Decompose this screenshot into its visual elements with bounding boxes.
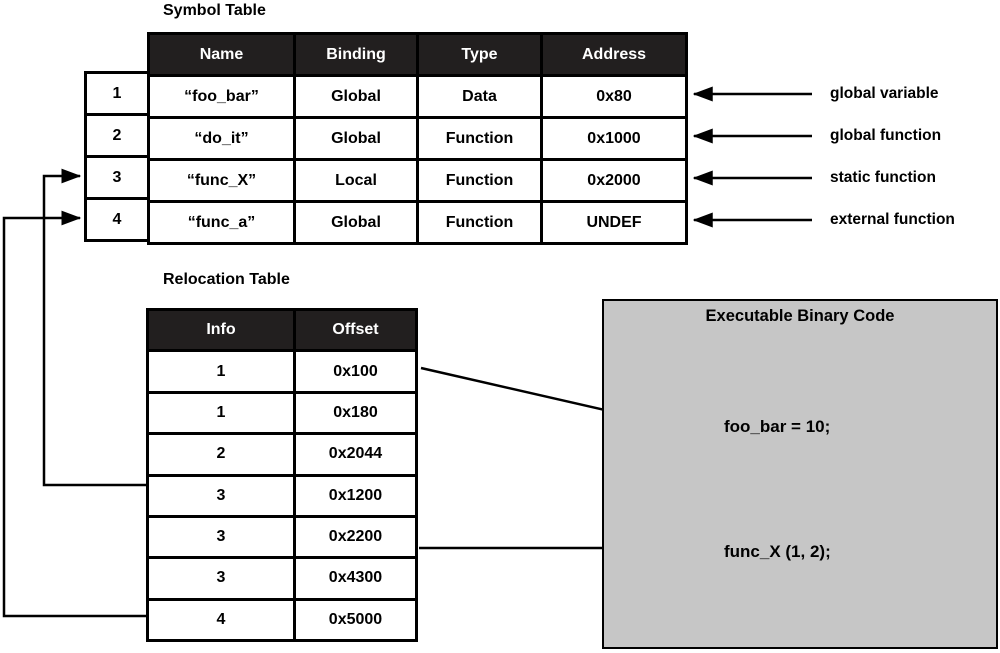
annotation-label-global-variable: global variable	[830, 85, 939, 102]
symbol-header-binding: Binding	[296, 35, 416, 74]
relocation-table-title: Relocation Table	[163, 271, 290, 288]
symbol-table: Name Binding Type Address “foo_bar” Glob…	[147, 32, 688, 245]
reloc-cell-offset: 0x100	[296, 352, 415, 391]
symbol-cell-type: Function	[419, 161, 540, 200]
annotation-label-static-function: static function	[830, 169, 936, 186]
annotation-label-external-function: external function	[830, 211, 955, 228]
symbol-index-cell: 4	[87, 200, 147, 239]
symbol-cell-name: “do_it”	[150, 119, 293, 158]
symbol-index-cell: 1	[87, 74, 147, 113]
symbol-cell-address: 0x80	[543, 77, 685, 116]
symbol-table-index-column: 1 2 3 4	[84, 71, 150, 242]
symbol-cell-name: “func_a”	[150, 203, 293, 242]
symbol-header-address: Address	[543, 35, 685, 74]
symbol-cell-binding: Global	[296, 119, 416, 158]
symbol-index-cell: 2	[87, 116, 147, 155]
code-line-foo-bar: foo_bar = 10;	[724, 417, 831, 436]
reloc-cell-offset: 0x2044	[296, 435, 415, 474]
executable-binary-code-box: Executable Binary Code	[602, 299, 998, 649]
annotation-label-global-function: global function	[830, 127, 942, 144]
symbol-cell-name: “foo_bar”	[150, 77, 293, 116]
reloc-cell-offset: 0x1200	[296, 476, 415, 515]
reloc-cell-offset: 0x5000	[296, 600, 415, 639]
symbol-cell-name: “func_X”	[150, 161, 293, 200]
reloc-cell-info: 3	[149, 559, 293, 598]
executable-box-title: Executable Binary Code	[705, 307, 895, 325]
symbol-cell-type: Data	[419, 77, 540, 116]
symbol-index-cell: 3	[87, 158, 147, 197]
symbol-cell-type: Function	[419, 203, 540, 242]
code-line-func-x: func_X (1, 2);	[724, 542, 831, 561]
reloc-cell-info: 1	[149, 393, 293, 433]
reloc-header-offset: Offset	[296, 311, 415, 350]
relocation-table: Info Offset 1 0x100 1 0x180 2 0x2044 3 0…	[146, 308, 418, 642]
symbol-header-type: Type	[419, 35, 540, 74]
reloc-cell-info: 3	[149, 517, 293, 557]
symbol-cell-binding: Global	[296, 203, 416, 242]
reloc-cell-info: 2	[149, 435, 293, 474]
reloc-cell-info: 3	[149, 476, 293, 515]
reloc-header-info: Info	[149, 311, 293, 350]
symbol-cell-type: Function	[419, 119, 540, 158]
symbol-cell-address: 0x1000	[543, 119, 685, 158]
reloc-cell-info: 1	[149, 352, 293, 391]
reloc-cell-offset: 0x180	[296, 393, 415, 433]
symbol-table-title: Symbol Table	[163, 2, 266, 19]
reloc-cell-offset: 0x4300	[296, 559, 415, 598]
symbol-cell-binding: Local	[296, 161, 416, 200]
symbol-header-name: Name	[150, 35, 293, 74]
reloc-cell-offset: 0x2200	[296, 517, 415, 557]
reloc-to-symbol-connector-row4	[2, 210, 146, 618]
symbol-cell-binding: Global	[296, 77, 416, 116]
reloc-cell-info: 4	[149, 600, 293, 639]
symbol-cell-address: 0x2000	[543, 161, 685, 200]
symbol-cell-address: UNDEF	[543, 203, 685, 242]
